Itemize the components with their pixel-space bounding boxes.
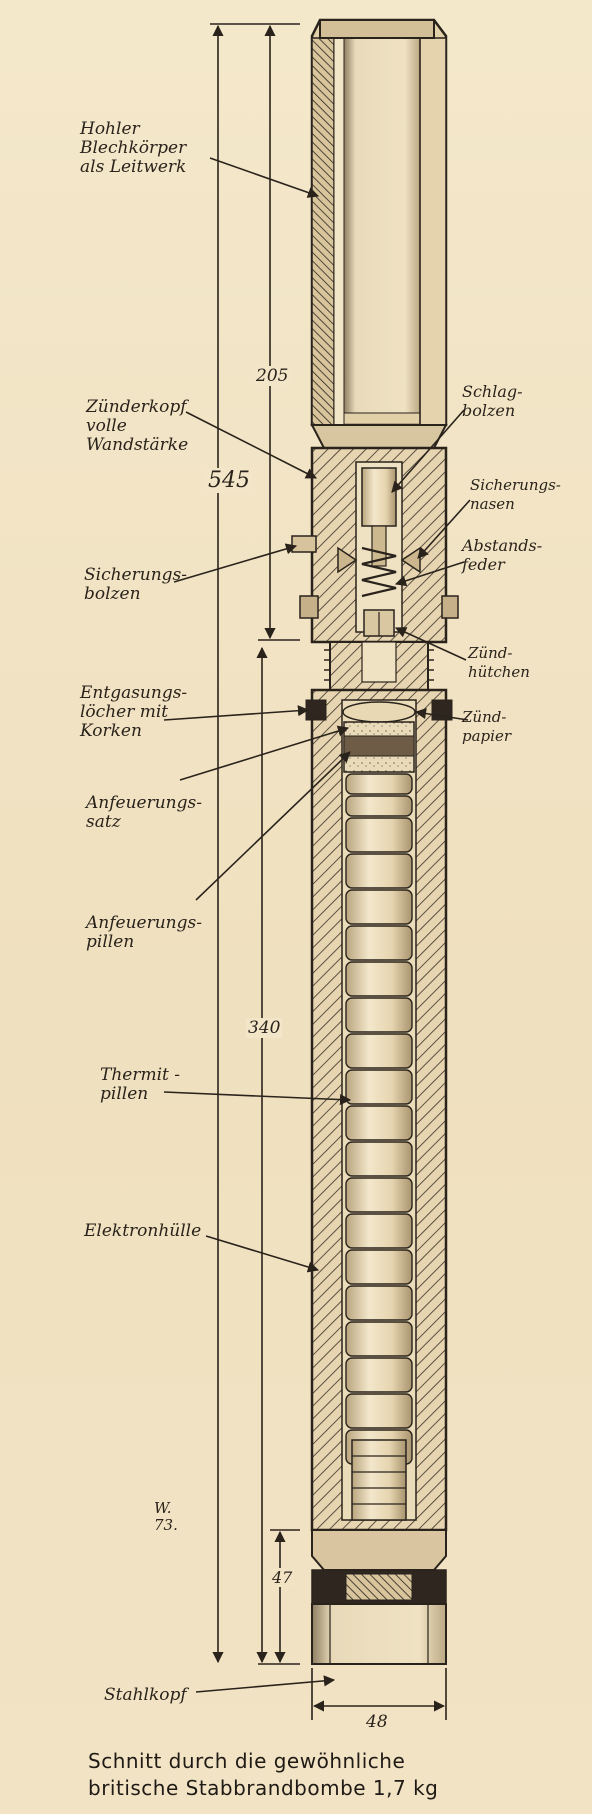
pellet [345, 817, 413, 853]
pellet [345, 795, 413, 817]
dimension-lines [210, 23, 447, 1720]
label-anfeuerungspillen: Anfeuerungs- pillen [86, 913, 202, 952]
dimension-head: 47 [270, 1568, 295, 1587]
pellet [345, 925, 413, 961]
thermite-pellets [345, 773, 413, 1465]
dimension-middle: 340 [246, 1018, 283, 1038]
pellet [345, 1105, 413, 1141]
pellet [345, 1321, 413, 1357]
steel-head [311, 1529, 447, 1665]
tail-section [310, 18, 448, 449]
pellet [345, 773, 413, 795]
pellet [345, 853, 413, 889]
caption-line-2: britische Stabbrandbombe 1,7 kg [88, 1776, 439, 1800]
body-shell [305, 688, 453, 1532]
label-zuendhuetchen: Zünd- hütchen [468, 644, 530, 681]
dimension-total: 545 [206, 468, 252, 493]
pellet [345, 1213, 413, 1249]
pellet [345, 997, 413, 1033]
label-thermitpillen: Thermit - pillen [100, 1065, 181, 1104]
dimension-width: 48 [366, 1712, 388, 1732]
pellet [345, 1033, 413, 1069]
pellet [345, 889, 413, 925]
pellet [345, 1249, 413, 1285]
label-elektronhuelle: Elektronhülle [84, 1221, 202, 1241]
dimension-upper: 205 [254, 366, 291, 386]
pellet [345, 961, 413, 997]
fuze-head [291, 446, 459, 644]
leader-lines [163, 157, 471, 1693]
pellet [345, 1357, 413, 1393]
label-zuendpapier: Zünd- papier [462, 708, 511, 745]
caption-line-1: Schnitt durch die gewöhnliche [88, 1749, 406, 1773]
label-sicherungsnasen: Sicherungs- nasen [470, 476, 561, 513]
pellet [345, 1285, 413, 1321]
label-anfeuerungssatz: Anfeuerungs- satz [86, 793, 202, 832]
threaded-joint [324, 641, 434, 691]
label-hohler-blechkoerper: Hohler Blechkörper als Leitwerk [80, 119, 187, 177]
label-abstandsfeder: Abstands- feder [462, 536, 543, 574]
figure-caption: Schnitt durch die gewöhnliche britische … [88, 1748, 568, 1802]
label-entgasungsloecher: Entgasungs- löcher mit Korken [80, 683, 188, 741]
artist-signature: W. 73. [154, 1499, 178, 1534]
label-stahlkopf: Stahlkopf [104, 1685, 187, 1705]
pellet [345, 1177, 413, 1213]
label-schlagbolzen: Schlag- bolzen [462, 382, 523, 420]
label-zuenderkopf: Zünderkopf volle Wandstärke [86, 397, 189, 455]
label-sicherungsbolzen: Sicherungs- bolzen [84, 565, 187, 604]
pellet [345, 1393, 413, 1429]
pellet [345, 1069, 413, 1105]
pellet [345, 1141, 413, 1177]
